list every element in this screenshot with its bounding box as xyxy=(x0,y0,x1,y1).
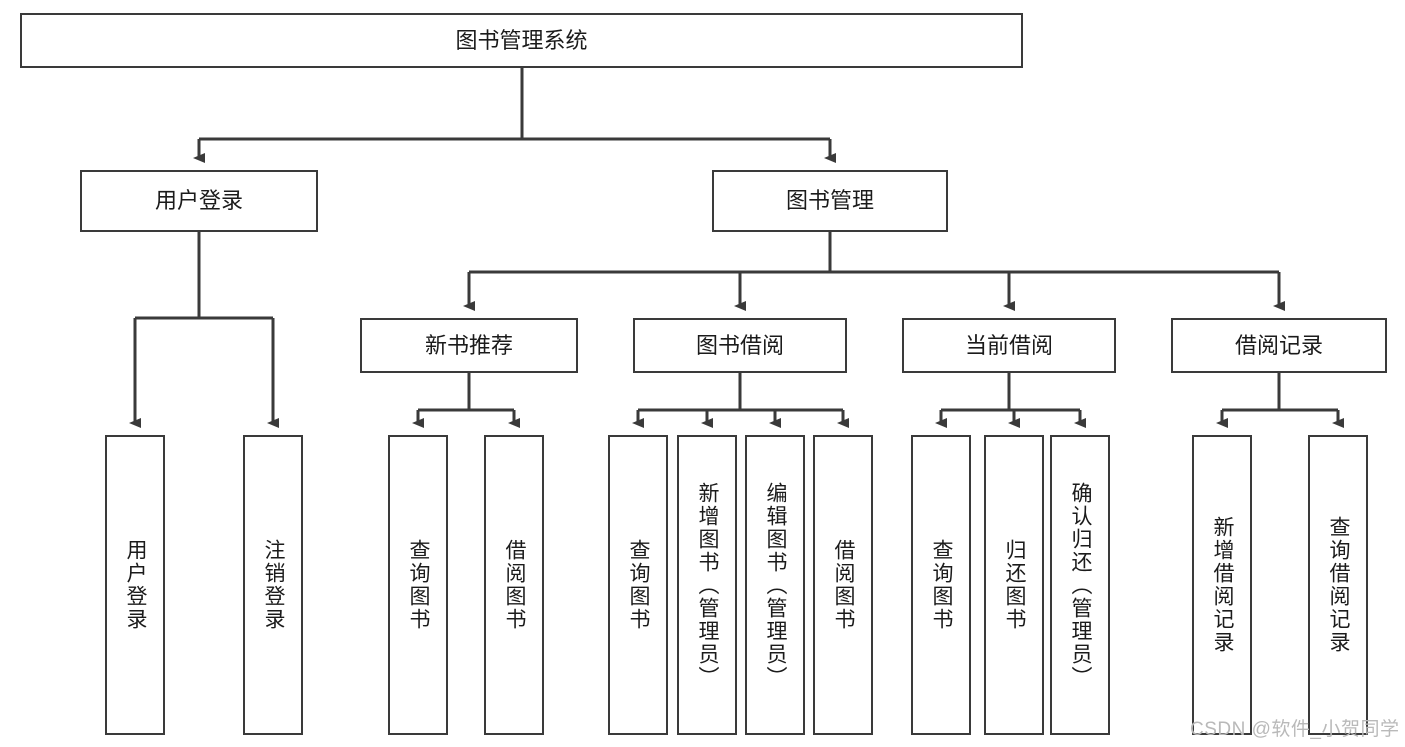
node-leaf-user-login-label: 用户登录 xyxy=(124,539,148,631)
node-book-borrow[interactable]: 图书借阅 xyxy=(633,318,847,373)
node-book-borrow-label: 图书借阅 xyxy=(695,332,784,358)
node-leaf-borrow-book-label: 借阅图书 xyxy=(832,539,856,631)
node-leaf-user-login[interactable]: 用户登录 xyxy=(105,435,165,735)
node-user-login-label: 用户登录 xyxy=(154,188,243,214)
node-leaf-query-book-rec-label: 查询图书 xyxy=(407,539,431,631)
node-leaf-add-book[interactable]: 新增图书（管理员） xyxy=(677,435,737,735)
connector-user-login-to-leaves xyxy=(129,232,279,428)
node-leaf-query-book-current[interactable]: 查询图书 xyxy=(911,435,971,735)
node-leaf-query-record[interactable]: 查询借阅记录 xyxy=(1308,435,1368,735)
connector-root-to-level2 xyxy=(193,68,836,163)
node-new-book-recommend-label: 新书推荐 xyxy=(424,332,513,358)
connector-new-book-recommend-to-leaves xyxy=(412,373,520,428)
node-leaf-borrow-book-rec-label: 借阅图书 xyxy=(503,539,527,631)
node-leaf-logout[interactable]: 注销登录 xyxy=(243,435,303,735)
node-leaf-return-book[interactable]: 归还图书 xyxy=(984,435,1044,735)
connector-current-borrow-to-leaves xyxy=(935,373,1086,428)
connector-borrow-record-to-leaves xyxy=(1216,373,1344,428)
node-root-label: 图书管理系统 xyxy=(455,27,588,53)
node-leaf-edit-book[interactable]: 编辑图书（管理员） xyxy=(745,435,805,735)
node-leaf-query-book-borrow[interactable]: 查询图书 xyxy=(608,435,668,735)
connector-book-borrow-to-leaves xyxy=(632,373,849,428)
node-leaf-add-book-label: 新增图书（管理员） xyxy=(696,481,720,689)
node-leaf-query-book-current-label: 查询图书 xyxy=(930,539,954,631)
node-leaf-add-record-label: 新增借阅记录 xyxy=(1211,516,1235,654)
node-root[interactable]: 图书管理系统 xyxy=(20,13,1023,68)
node-leaf-confirm-return-label: 确认归还（管理员） xyxy=(1069,481,1093,689)
node-user-login[interactable]: 用户登录 xyxy=(80,170,318,232)
node-borrow-record[interactable]: 借阅记录 xyxy=(1171,318,1387,373)
node-book-management-label: 图书管理 xyxy=(785,188,874,214)
node-leaf-query-book-rec[interactable]: 查询图书 xyxy=(388,435,448,735)
node-borrow-record-label: 借阅记录 xyxy=(1234,332,1323,358)
connector-book-management-to-level3 xyxy=(463,232,1285,311)
node-leaf-query-record-label: 查询借阅记录 xyxy=(1327,516,1351,654)
node-leaf-confirm-return[interactable]: 确认归还（管理员） xyxy=(1050,435,1110,735)
node-current-borrow-label: 当前借阅 xyxy=(964,332,1053,358)
node-current-borrow[interactable]: 当前借阅 xyxy=(902,318,1116,373)
node-book-management[interactable]: 图书管理 xyxy=(712,170,948,232)
node-leaf-borrow-book-rec[interactable]: 借阅图书 xyxy=(484,435,544,735)
node-leaf-return-book-label: 归还图书 xyxy=(1003,539,1027,631)
node-leaf-edit-book-label: 编辑图书（管理员） xyxy=(764,481,788,689)
node-leaf-borrow-book[interactable]: 借阅图书 xyxy=(813,435,873,735)
node-leaf-add-record[interactable]: 新增借阅记录 xyxy=(1192,435,1252,735)
node-new-book-recommend[interactable]: 新书推荐 xyxy=(360,318,578,373)
node-leaf-logout-label: 注销登录 xyxy=(262,539,286,631)
csdn-watermark: CSDN @软件_小贺同学 xyxy=(1190,719,1400,740)
node-leaf-query-book-borrow-label: 查询图书 xyxy=(627,539,651,631)
